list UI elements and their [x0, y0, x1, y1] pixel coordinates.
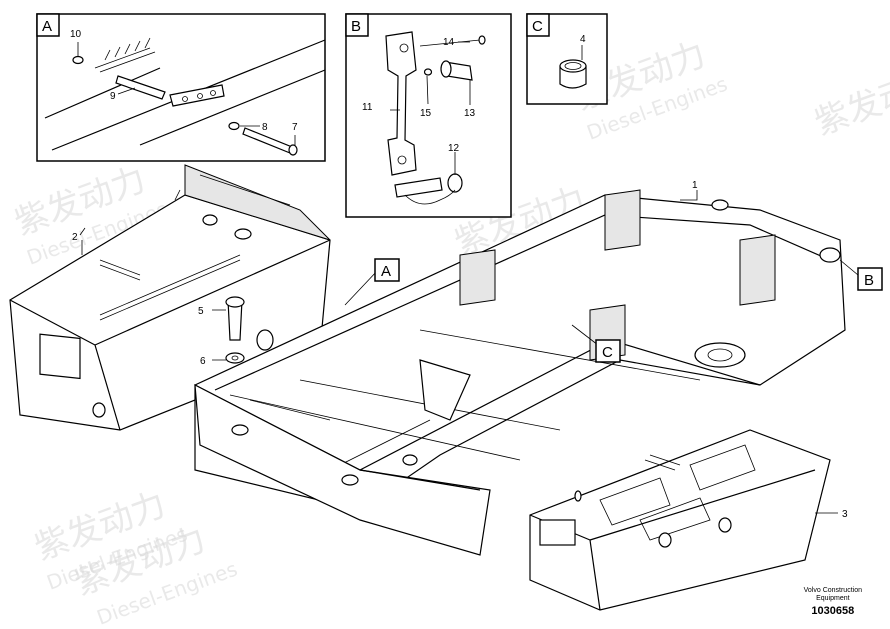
callout-a-letter: A: [381, 263, 391, 280]
inset-c: C 4: [526, 13, 608, 105]
washer-6: [225, 352, 245, 364]
part-label-7: 7: [292, 122, 298, 133]
washer-15: [423, 68, 433, 76]
main-frame-1: [194, 189, 846, 556]
bolt-5-assembly: 5 6: [198, 296, 245, 367]
part-label-13: 13: [464, 108, 476, 119]
inset-a-leaders: [77, 42, 296, 145]
washer-8: [228, 121, 240, 131]
main-callouts: A B C: [344, 258, 883, 363]
inset-a: A 10 9 8 7: [36, 13, 326, 162]
callout-b-letter: B: [864, 272, 874, 289]
part-label-8: 8: [262, 122, 268, 133]
tank-3-body: [529, 429, 831, 611]
part-label-10: 10: [70, 29, 82, 40]
callout-a-box: [374, 258, 400, 282]
part-label-9: 9: [110, 91, 116, 102]
part-label-2: 2: [72, 232, 78, 243]
inset-a-letter: A: [42, 18, 52, 35]
inset-a-grille: [94, 37, 156, 73]
upright-left: [604, 189, 641, 251]
inset-b-tag: [345, 13, 369, 37]
part-label-15: 15: [420, 108, 432, 119]
callout-c-letter: C: [602, 344, 613, 361]
footer-company-line2: Equipment: [816, 595, 850, 602]
bracket: [419, 359, 471, 421]
part-label-3: 3: [842, 509, 848, 520]
chain: [404, 189, 456, 205]
inset-c-tag: [526, 13, 550, 37]
part-label-14: 14: [443, 37, 455, 48]
main-labels: 1 2 3: [72, 180, 848, 520]
inset-b-leaders: [390, 41, 471, 175]
part-label-12: 12: [448, 143, 460, 154]
part-label-11: 11: [362, 102, 373, 113]
drawing-number: 1030658: [811, 605, 855, 617]
tank-3: [529, 429, 831, 611]
tank-2-window: [39, 333, 81, 380]
upright-right: [739, 234, 776, 306]
part-label-4: 4: [580, 34, 586, 45]
pin-9: [115, 75, 166, 100]
bolt-14: [419, 39, 481, 47]
part-label-1: 1: [692, 180, 698, 191]
inset-a-tag: [36, 13, 60, 37]
callout-c-box: [595, 339, 621, 363]
washer-10: [72, 55, 84, 65]
rod-11: [385, 31, 417, 176]
inset-b-letter: B: [351, 18, 361, 35]
part-label-5: 5: [198, 306, 204, 317]
tank-3-panels: [599, 444, 756, 541]
footer-company-line1: Volvo Construction: [803, 587, 862, 594]
watermark-cn-6: 紫发动力: [809, 59, 890, 143]
upright-mid: [459, 249, 496, 306]
callout-b-box: [857, 267, 883, 291]
part-label-6: 6: [200, 356, 206, 367]
pin-12: [447, 173, 463, 193]
inset-b: B 14 11 15 13 12: [345, 13, 512, 218]
footer-brand: Volvo Construction Equipment 1030658: [804, 587, 862, 617]
tank-3-vent: [539, 519, 576, 546]
inset-c-letter: C: [532, 18, 543, 35]
